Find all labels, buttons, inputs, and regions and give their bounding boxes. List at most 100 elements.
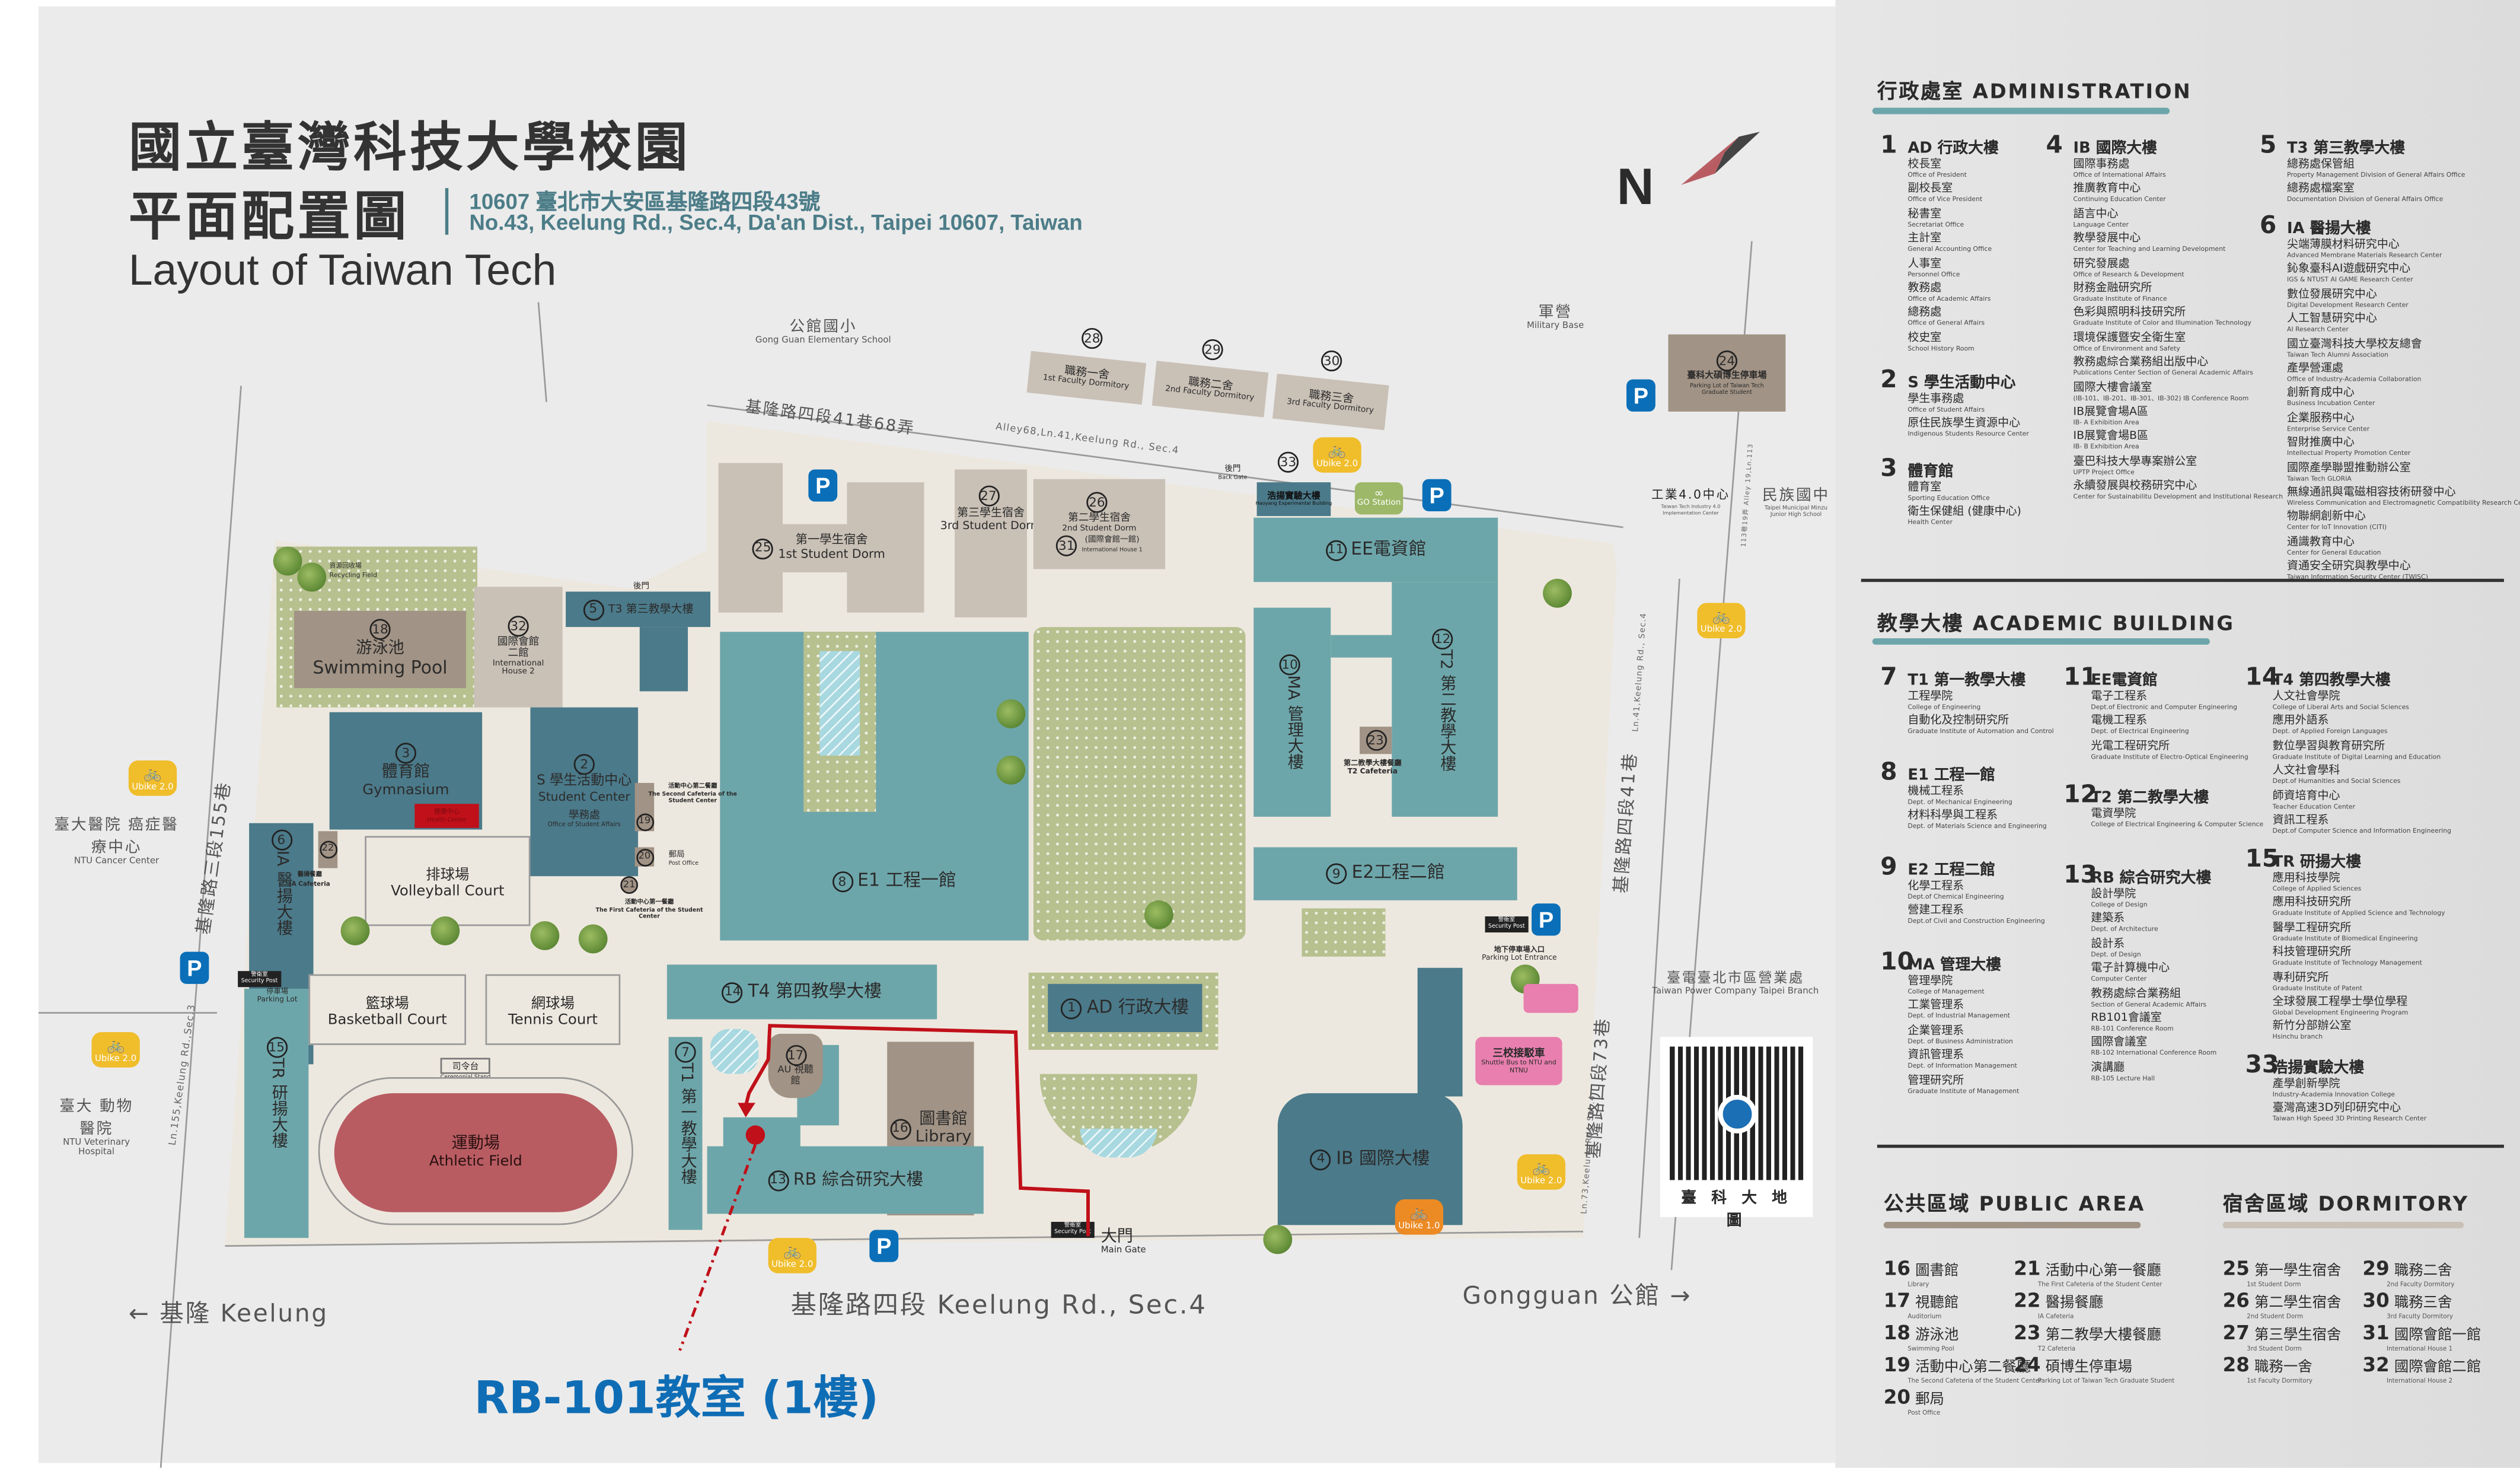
parking-icon[interactable]: P: [1626, 379, 1655, 412]
parking-icon[interactable]: P: [180, 951, 209, 984]
legend-list-number: 30: [2362, 1289, 2390, 1312]
legend-item-en: Taiwan Information Security Center (TWIS…: [2287, 572, 2428, 581]
tree-icon: [1543, 578, 1572, 608]
ubike-station[interactable]: 🚲Ubike 2.0: [1697, 603, 1746, 639]
legend-item-en: Dept.of Chemical Engineering: [1907, 892, 2004, 900]
parking-icon[interactable]: P: [808, 469, 838, 502]
legend-item-en: Center for Teaching and Learning Develop…: [2073, 244, 2226, 253]
building-22-ia-cafeteria[interactable]: 22: [318, 831, 338, 868]
legend-item-zh: 人事室: [1907, 256, 1942, 270]
legend-item-zh: 國際事務處: [2073, 157, 2130, 171]
parking-icon[interactable]: P: [1532, 903, 1561, 936]
bicycle-icon: 🚲: [143, 766, 162, 784]
ubike-station[interactable]: 🚲Ubike 2.0: [128, 760, 177, 796]
legend-list-en: Parking Lot of Taiwan Tech Graduate Stud…: [2037, 1376, 2175, 1384]
parking-icon[interactable]: P: [1422, 479, 1452, 511]
legend-item-en: Graduate Institute of Color and Illumina…: [2073, 319, 2251, 327]
legend-item: 衛生保健組 (健康中心)Health Center: [1907, 505, 2081, 526]
qr-code[interactable]: 臺 科 大 地 圖: [1660, 1037, 1813, 1230]
ubike-station[interactable]: 🚲Ubike 2.0: [1313, 437, 1361, 473]
legend-list-en: International House 1: [2387, 1343, 2453, 1352]
legend-item-zh: 國際產學聯盟推動辦公室: [2287, 460, 2411, 474]
legend-item-zh: 研究發展處: [2073, 256, 2130, 270]
legend-list-number: 21: [2014, 1257, 2041, 1280]
legend-list-en: T2 Cafeteria: [2037, 1343, 2076, 1352]
legend-item-zh: 工程學院: [1907, 689, 1953, 703]
building-19-cafeteria-2[interactable]: 19: [634, 783, 655, 832]
legend-list-zh: 視聽館: [1915, 1295, 1959, 1312]
legend-list-number: 17: [1883, 1289, 1910, 1312]
route-path: [744, 1024, 1090, 1237]
legend-item-en: Business Incubation Center: [2287, 399, 2375, 407]
ubike1-station[interactable]: 🚲Ubike 1.0: [1395, 1199, 1444, 1235]
legend-item-zh: 應用外語系: [2272, 714, 2329, 728]
tree-icon: [340, 916, 370, 945]
legend-item-en: Graduate Institute of Electro-Optical En…: [2091, 751, 2248, 760]
go-station[interactable]: ∞GO Station: [1354, 482, 1403, 515]
legend-group-number: 14: [2245, 662, 2279, 692]
legend-item-zh: 通識教育中心: [2287, 534, 2355, 548]
compass-arrow-icon: [1681, 132, 1760, 185]
building-21-cafeteria-1[interactable]: 21: [620, 876, 639, 894]
legend-group-number: 3: [1880, 453, 1897, 483]
building-20-post-office[interactable]: 20: [634, 847, 655, 867]
legend-item-en: UPTP Project Office: [2073, 467, 2135, 476]
parking-icon[interactable]: P: [869, 1230, 899, 1262]
ubike-station[interactable]: 🚲Ubike 2.0: [768, 1238, 816, 1273]
legend-item-zh: 營建工程系: [1907, 904, 1964, 918]
ubike-station[interactable]: 🚲Ubike 2.0: [1517, 1154, 1566, 1190]
shuttle-bus-icon: [1523, 983, 1578, 1013]
legend-list-zh: 碩博生停車場: [2045, 1360, 2133, 1377]
ubike-station[interactable]: 🚲Ubike 2.0: [91, 1032, 140, 1068]
building-23-t2-cafeteria[interactable]: 23: [1360, 727, 1392, 754]
